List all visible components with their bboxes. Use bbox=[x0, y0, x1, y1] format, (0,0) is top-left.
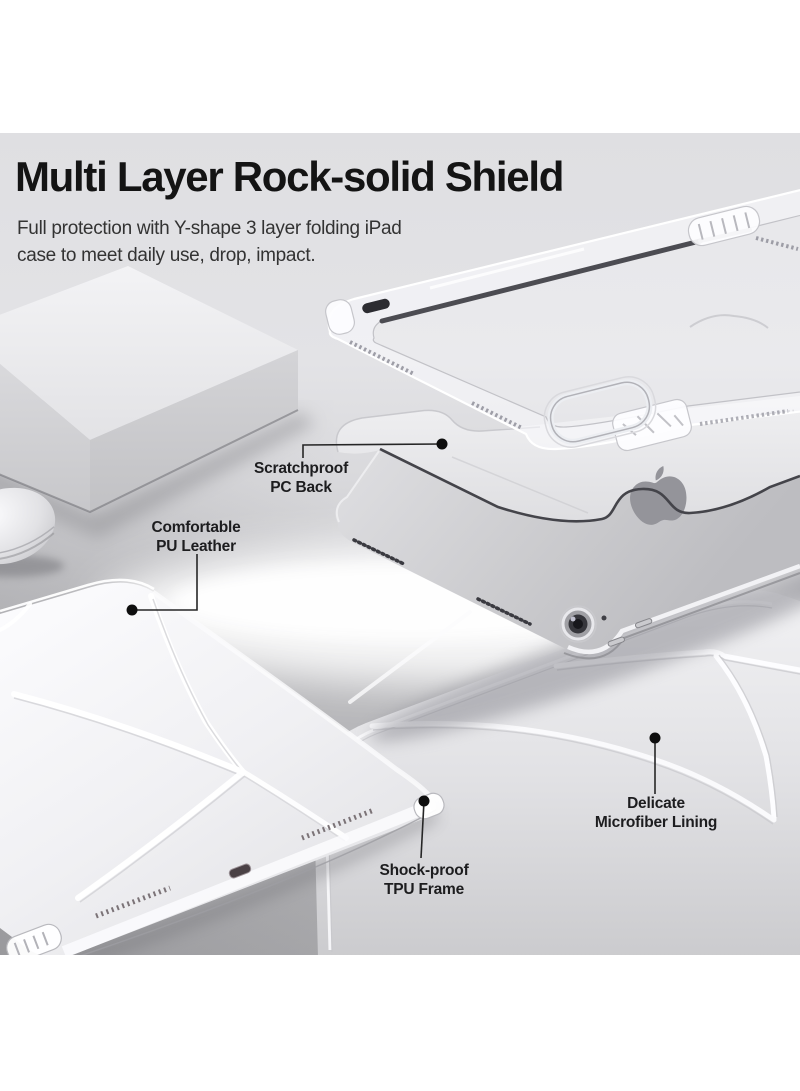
speaker-holes bbox=[352, 538, 406, 566]
usb-c-port bbox=[228, 863, 252, 879]
front-cover-layer bbox=[0, 578, 445, 955]
callout-tpu-frame: Shock-proof TPU Frame bbox=[339, 861, 509, 899]
callout-pc-back: Scratchproof PC Back bbox=[216, 459, 386, 497]
mic-hole bbox=[601, 615, 607, 621]
callout-leaders bbox=[137, 443, 656, 859]
speaker-grille-ticks bbox=[95, 885, 171, 919]
volume-buttons bbox=[607, 618, 653, 647]
camera-lens bbox=[559, 605, 597, 643]
ipad bbox=[335, 450, 800, 660]
callout-tpu-frame-line1: Shock-proof bbox=[379, 862, 469, 879]
dot-pc-back bbox=[436, 438, 448, 450]
callout-pu-leather-line1: Comfortable bbox=[151, 519, 241, 536]
corner-bumper bbox=[687, 205, 761, 247]
pencil-cutout-line bbox=[689, 314, 769, 329]
callout-dots bbox=[126, 438, 661, 807]
camera-cutout-ring bbox=[543, 376, 657, 448]
corner-bumper bbox=[6, 923, 62, 955]
grip-teeth bbox=[471, 401, 523, 430]
leader-pc-back bbox=[302, 443, 443, 458]
leader-tpu-frame bbox=[420, 800, 425, 859]
callout-tpu-frame-line2: TPU Frame bbox=[383, 881, 465, 898]
callout-pc-back-line1: Scratchproof bbox=[253, 460, 349, 477]
callout-pc-back-line2: PC Back bbox=[270, 479, 332, 496]
dot-microfiber bbox=[649, 732, 661, 744]
dot-pu-leather bbox=[126, 604, 138, 616]
ipad-cast-shadow bbox=[370, 568, 800, 742]
corner-bumper bbox=[325, 299, 355, 335]
callout-microfiber-line2: Microfiber Lining bbox=[594, 814, 718, 831]
page-title: Multi Layer Rock-solid Shield bbox=[15, 153, 564, 200]
cover-fold-grooves bbox=[0, 593, 349, 903]
clear-case bbox=[325, 189, 800, 452]
speaker-grille-ticks bbox=[301, 807, 375, 841]
callout-microfiber-line1: Delicate bbox=[627, 795, 685, 812]
callout-pu-leather: Comfortable PU Leather bbox=[111, 518, 281, 556]
cover-tpu-frame bbox=[6, 792, 445, 955]
plate-edge-line bbox=[379, 447, 800, 523]
callout-microfiber: Delicate Microfiber Lining bbox=[571, 794, 741, 832]
mute-switch-cutout bbox=[362, 298, 390, 314]
grip-teeth bbox=[349, 340, 415, 376]
callout-pu-leather-line2: PU Leather bbox=[156, 538, 236, 555]
dot-tpu-frame bbox=[418, 795, 430, 807]
metal-edge bbox=[567, 563, 800, 655]
subtitle-line-1: Full protection with Y-shape 3 layer fol… bbox=[17, 218, 402, 239]
subtitle: Full protection with Y-shape 3 layer fol… bbox=[17, 215, 402, 269]
grip-teeth bbox=[755, 236, 799, 251]
leader-pu-leather bbox=[137, 554, 198, 611]
display-box bbox=[0, 266, 315, 538]
computer-mouse bbox=[0, 487, 64, 577]
subtitle-line-2: case to meet daily use, drop, impact. bbox=[17, 245, 316, 266]
grip-teeth bbox=[699, 409, 789, 426]
speaker-holes bbox=[476, 597, 532, 626]
case-inner-edge-line bbox=[379, 238, 703, 324]
microfiber-lining-layer bbox=[313, 568, 800, 955]
